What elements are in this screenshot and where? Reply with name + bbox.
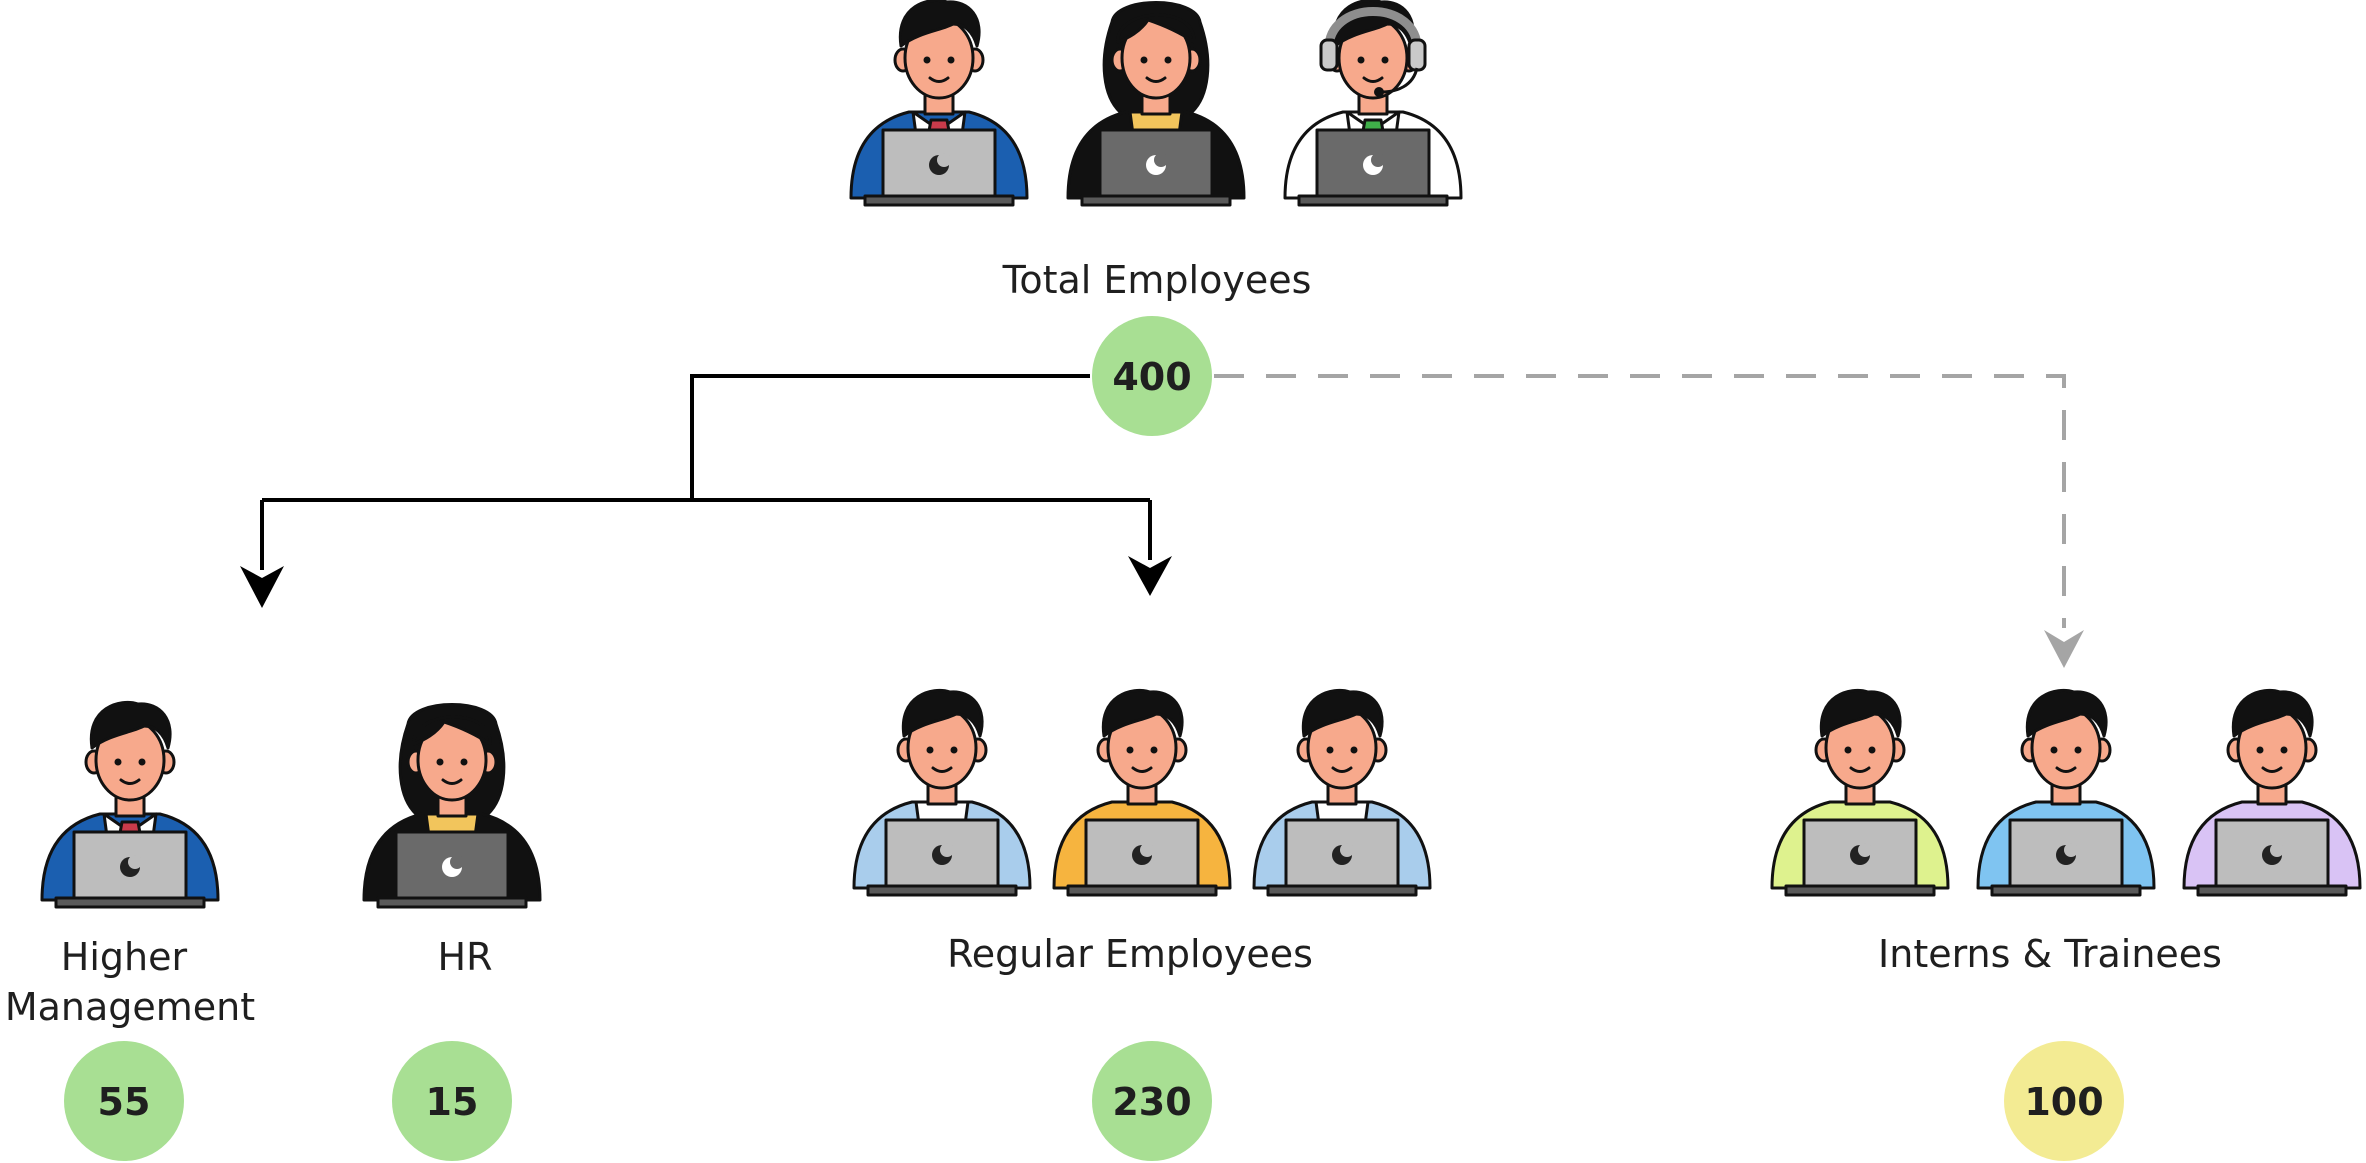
regular-employees-people [852, 688, 1432, 897]
hr-label: HR [438, 935, 493, 979]
employee-with-laptop-icon [1252, 688, 1432, 897]
higher-management-label-line-2: Management [5, 985, 255, 1029]
interns-trainees-count-badge [2004, 1041, 2124, 1161]
arrow-head-regular-employees [1128, 556, 1172, 596]
intern-with-laptop-icon [1976, 688, 2156, 897]
root-count: 400 [1112, 355, 1191, 399]
intern-with-laptop-icon [1770, 688, 1950, 897]
businessman-with-laptop-icon [849, 0, 1029, 207]
group-interns-trainees: Interns & Trainees 100 [1770, 688, 2362, 1161]
interns-trainees-people [1770, 688, 2362, 897]
root-people [849, 0, 1463, 207]
higher-management-count: 55 [98, 1080, 151, 1124]
higher-management-label: Higher Management [5, 935, 255, 1029]
employee-with-laptop-icon [1052, 688, 1232, 897]
regular-employees-count-badge [1092, 1041, 1212, 1161]
hr-count-badge [392, 1041, 512, 1161]
regular-employees-count: 230 [1112, 1080, 1191, 1124]
group-regular-employees: Regular Employees 230 [852, 688, 1432, 1161]
group-higher-management: Higher Management 55 [5, 700, 255, 1161]
hr-people [362, 703, 542, 909]
higher-management-people [40, 700, 220, 909]
arrow-head-interns [2044, 630, 2084, 668]
businesswoman-with-laptop-icon [1066, 1, 1246, 207]
businesswoman-with-laptop-icon [362, 703, 542, 909]
higher-management-label-line-1: Higher [61, 935, 188, 979]
root-count-badge [1092, 316, 1212, 436]
hr-count: 15 [426, 1080, 479, 1124]
arrow-head-higher-management [240, 566, 284, 608]
connector-dashed-to-interns [1214, 374, 2066, 628]
employee-with-laptop-icon [852, 688, 1032, 897]
root-label: Total Employees [1002, 258, 1312, 302]
support-agent-with-headset-icon [1283, 0, 1463, 207]
root-node: Total Employees 400 [849, 0, 1463, 436]
interns-trainees-count: 100 [2024, 1080, 2103, 1124]
interns-trainees-label: Interns & Trainees [1878, 932, 2222, 976]
regular-employees-label: Regular Employees [947, 932, 1313, 976]
businessman-with-laptop-icon [40, 700, 220, 909]
higher-management-count-badge [64, 1041, 184, 1161]
intern-with-laptop-icon [2182, 688, 2362, 897]
connectors [240, 374, 2084, 668]
group-hr: HR 15 [362, 703, 542, 1161]
connector-root-to-split [690, 374, 1090, 500]
